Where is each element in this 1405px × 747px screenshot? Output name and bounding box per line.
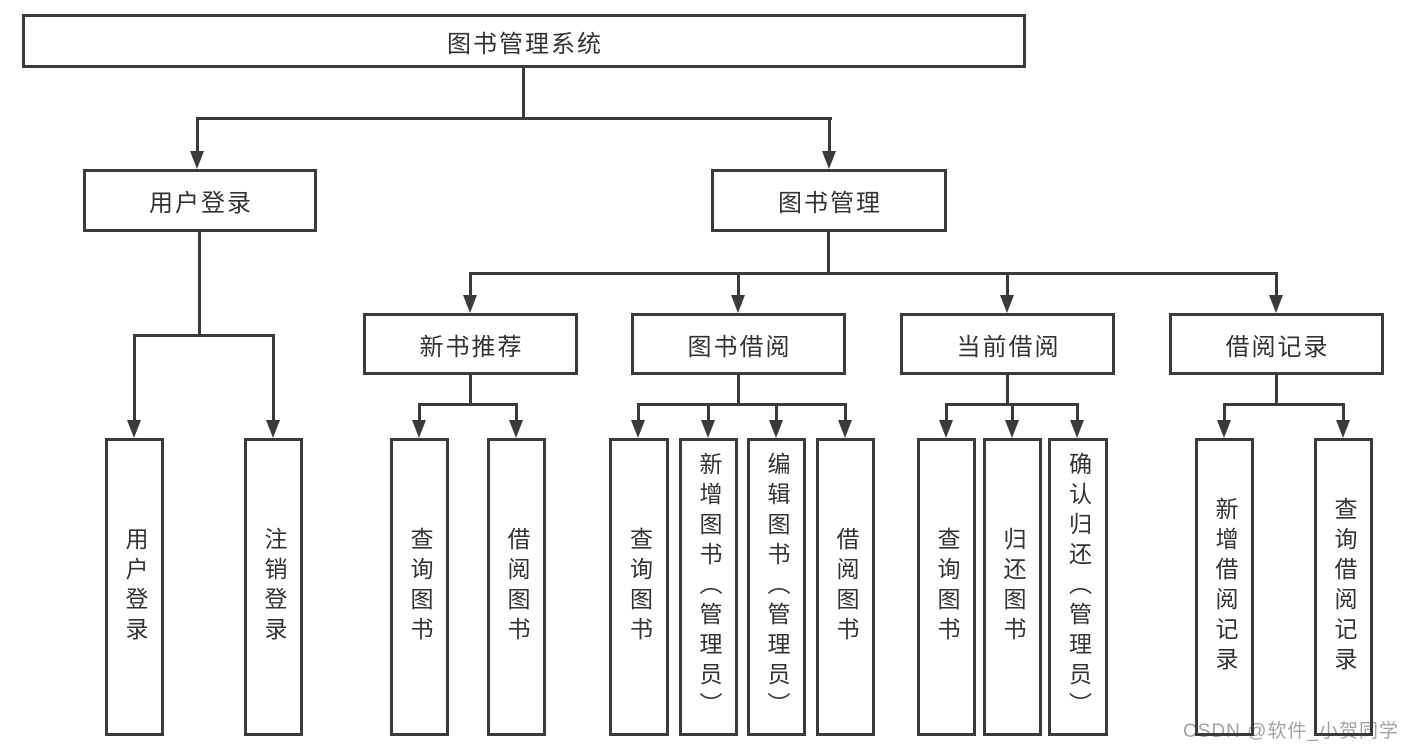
connector-line: [133, 334, 136, 420]
arrowhead: [731, 295, 745, 313]
arrowhead: [769, 420, 783, 438]
connector-line: [469, 272, 472, 296]
connector-line: [828, 117, 831, 152]
node-new-book-recommend: 新书推荐: [363, 313, 578, 375]
node-book-management-system: 图书管理系统: [22, 14, 1026, 68]
arrowhead: [838, 420, 852, 438]
connector-line: [1342, 403, 1345, 420]
connector-line: [1006, 375, 1009, 405]
connector-line: [1275, 272, 1278, 296]
connector-line: [827, 232, 830, 274]
connector-line: [198, 232, 201, 336]
arrowhead: [939, 420, 953, 438]
connector-line: [1223, 403, 1345, 406]
connector-line: [196, 117, 199, 152]
arrowhead: [1000, 295, 1014, 313]
arrowhead: [822, 151, 836, 169]
arrowhead: [1217, 420, 1231, 438]
leaf-edit-book-admin: 编辑图书（管理员）: [747, 438, 806, 736]
connector-line: [522, 68, 525, 118]
connector-line: [469, 375, 472, 405]
leaf-query-books-2: 查询图书: [609, 438, 669, 736]
connector-line: [1011, 403, 1014, 420]
leaf-return-book: 归还图书: [983, 438, 1042, 736]
connector-line: [844, 403, 847, 420]
connector-line: [637, 403, 640, 420]
arrowhead: [412, 420, 426, 438]
leaf-query-borrow-record: 查询借阅记录: [1314, 438, 1373, 736]
connector-line: [775, 403, 778, 420]
connector-line: [272, 334, 275, 420]
connector-line: [737, 272, 740, 296]
leaf-logout: 注销登录: [244, 438, 303, 736]
arrowhead: [190, 151, 204, 169]
arrowhead: [266, 420, 280, 438]
leaf-borrow-books-2: 借阅图书: [816, 438, 875, 736]
connector-line: [133, 334, 274, 337]
node-book-borrow: 图书借阅: [631, 313, 846, 375]
connector-line: [469, 272, 1278, 275]
leaf-borrow-books-1: 借阅图书: [487, 438, 546, 736]
arrowhead: [631, 420, 645, 438]
connector-line: [515, 403, 518, 420]
node-current-borrow: 当前借阅: [900, 313, 1115, 375]
leaf-user-login: 用户登录: [105, 438, 164, 736]
connector-line: [1275, 375, 1278, 405]
connector-line: [737, 375, 740, 405]
leaf-confirm-return-admin: 确认归还（管理员）: [1048, 438, 1108, 736]
connector-line: [196, 117, 832, 120]
node-user-login: 用户登录: [83, 169, 317, 232]
arrowhead: [1336, 420, 1350, 438]
connector-line: [418, 403, 421, 420]
connector-line: [637, 403, 847, 406]
leaf-query-books-3: 查询图书: [917, 438, 976, 736]
connector-line: [707, 403, 710, 420]
connector-line: [945, 403, 948, 420]
arrowhead: [463, 295, 477, 313]
arrowhead: [127, 420, 141, 438]
watermark: CSDN @软件_小贺同学: [1183, 721, 1399, 742]
arrowhead: [701, 420, 715, 438]
arrowhead: [509, 420, 523, 438]
arrowhead: [1070, 420, 1084, 438]
leaf-query-books-1: 查询图书: [390, 438, 449, 736]
arrowhead: [1005, 420, 1019, 438]
connector-line: [1223, 403, 1226, 420]
node-book-management: 图书管理: [711, 169, 947, 232]
connector-line: [1076, 403, 1079, 420]
leaf-add-book-admin: 新增图书（管理员）: [679, 438, 738, 736]
leaf-add-borrow-record: 新增借阅记录: [1195, 438, 1254, 736]
connector-line: [418, 403, 518, 406]
arrowhead: [1269, 295, 1283, 313]
node-borrow-records: 借阅记录: [1169, 313, 1384, 375]
connector-line: [1006, 272, 1009, 296]
